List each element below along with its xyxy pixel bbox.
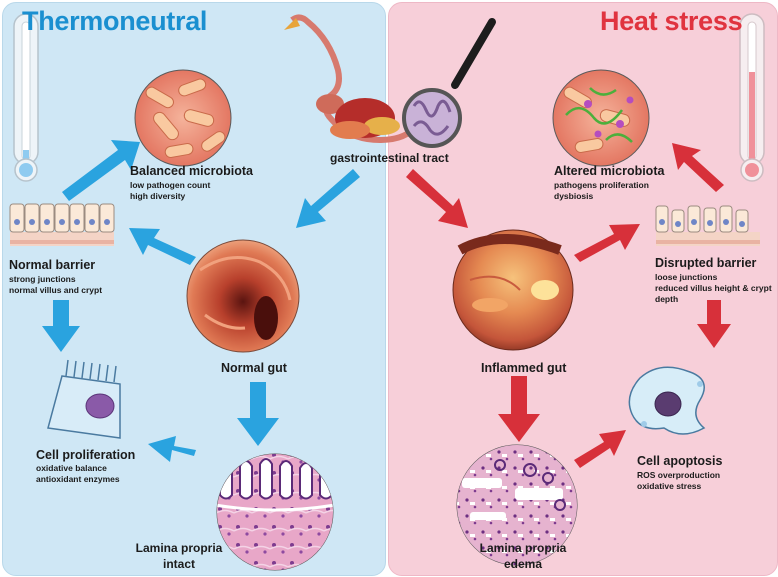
- red-arrows: [406, 143, 731, 468]
- disrupted-barrier-image: [655, 205, 760, 246]
- gi-tract-illustration: [284, 14, 423, 144]
- arrow-disrupted-to-apoptosis: [697, 300, 731, 348]
- normal-barrier-details: strong junctions normal villus and crypt: [9, 274, 102, 296]
- arrow-barrier-to-microbiota: [62, 140, 140, 201]
- cell-proliferation-details: oxidative balance antioxidant enzymes: [36, 463, 120, 485]
- title-heat-stress: Heat stress: [600, 6, 743, 36]
- arrow-gi-to-inflamed-gut: [406, 169, 468, 228]
- label-gi-tract: gastrointestinal tract: [330, 151, 449, 165]
- detail-line: strong junctions: [9, 274, 76, 284]
- detail-line: antioxidant enzymes: [36, 474, 120, 484]
- arrow-gut-to-lamina: [237, 382, 279, 446]
- lamina-line-1: Lamina propria: [135, 541, 223, 555]
- magnifying-glass-icon: [402, 18, 496, 148]
- label-cell-apoptosis: Cell apoptosis: [637, 454, 723, 468]
- arrow-inflamed-to-disrupted: [574, 224, 640, 262]
- balanced-microbiota-image: [134, 69, 232, 167]
- normal-barrier-image: [9, 203, 115, 246]
- label-lamina-edema: Lamina propria edema: [468, 540, 578, 572]
- cell-proliferation-image: [47, 359, 121, 439]
- lamina-line-2: intact: [162, 557, 195, 571]
- label-normal-gut: Normal gut: [221, 361, 287, 375]
- detail-line: reduced villus height & crypt: [655, 283, 772, 293]
- arrow-gut-to-barrier: [129, 228, 196, 265]
- detail-line: depth: [655, 294, 679, 304]
- cell-apoptosis-image: [628, 366, 706, 435]
- label-lamina-intact: Lamina propria intact: [124, 540, 234, 572]
- detail-line: oxidative stress: [637, 481, 702, 491]
- detail-line: normal villus and crypt: [9, 285, 103, 295]
- detail-line: high diversity: [130, 191, 186, 201]
- lamina-line-2: edema: [503, 557, 543, 571]
- disrupted-barrier-details: loose junctions reduced villus height & …: [655, 272, 772, 305]
- normal-gut-image: [186, 239, 300, 353]
- arrow-disrupted-to-altered: [672, 143, 724, 192]
- label-balanced-microbiota: Balanced microbiota: [130, 164, 253, 178]
- thermometer-hot-icon: [739, 13, 765, 182]
- arrow-gi-to-gut: [296, 169, 360, 228]
- arrow-inflamed-to-lamina: [498, 376, 540, 442]
- detail-line: loose junctions: [655, 272, 718, 282]
- lamina-line-1: Lamina propria: [479, 541, 567, 555]
- label-disrupted-barrier: Disrupted barrier: [655, 256, 757, 270]
- detail-line: dysbiosis: [554, 191, 594, 201]
- inflamed-gut-image: [452, 229, 574, 351]
- detail-line: pathogens proliferation: [554, 180, 649, 190]
- lamina-propria-intact-image: [216, 453, 334, 571]
- label-normal-barrier: Normal barrier: [9, 258, 96, 272]
- arrow-lamina-to-apoptosis: [574, 430, 626, 468]
- thermometer-cold-icon: [13, 13, 39, 182]
- title-thermoneutral: Thermoneutral: [22, 6, 208, 36]
- blue-arrows: [42, 140, 360, 462]
- detail-line: ROS overproduction: [637, 470, 721, 480]
- detail-line: low pathogen count: [130, 180, 211, 190]
- label-cell-proliferation: Cell proliferation: [36, 448, 136, 462]
- arrow-barrier-to-cell: [42, 300, 80, 352]
- balanced-microbiota-details: low pathogen count high diversity: [130, 180, 210, 202]
- altered-microbiota-image: [552, 69, 650, 167]
- altered-microbiota-details: pathogens proliferation dysbiosis: [554, 180, 649, 202]
- label-altered-microbiota: Altered microbiota: [554, 164, 665, 178]
- cell-apoptosis-details: ROS overproduction oxidative stress: [637, 470, 720, 492]
- arrow-lamina-to-cell: [148, 436, 196, 462]
- detail-line: oxidative balance: [36, 463, 107, 473]
- lamina-propria-edema-image: [456, 444, 578, 566]
- label-inflamed-gut: Inflammed gut: [481, 361, 567, 375]
